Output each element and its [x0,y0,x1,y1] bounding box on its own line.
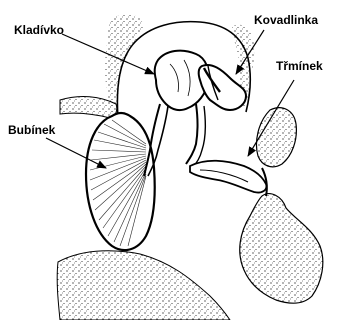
label-eardrum: Bubínek [8,124,55,136]
canal-wall-upper [60,97,117,118]
bone-stipple-floor [57,251,230,320]
label-anvil: Kovadlinka [254,14,318,26]
bone-stipple-upper-left [105,15,142,112]
eardrum [86,113,155,250]
bone-stipple-lower-right [240,194,323,304]
stirrup-bone [190,161,267,196]
label-hammer: Kladívko [14,24,64,36]
label-stirrup: Třmínek [276,60,323,72]
bone-stipple-mid-right [257,108,297,167]
